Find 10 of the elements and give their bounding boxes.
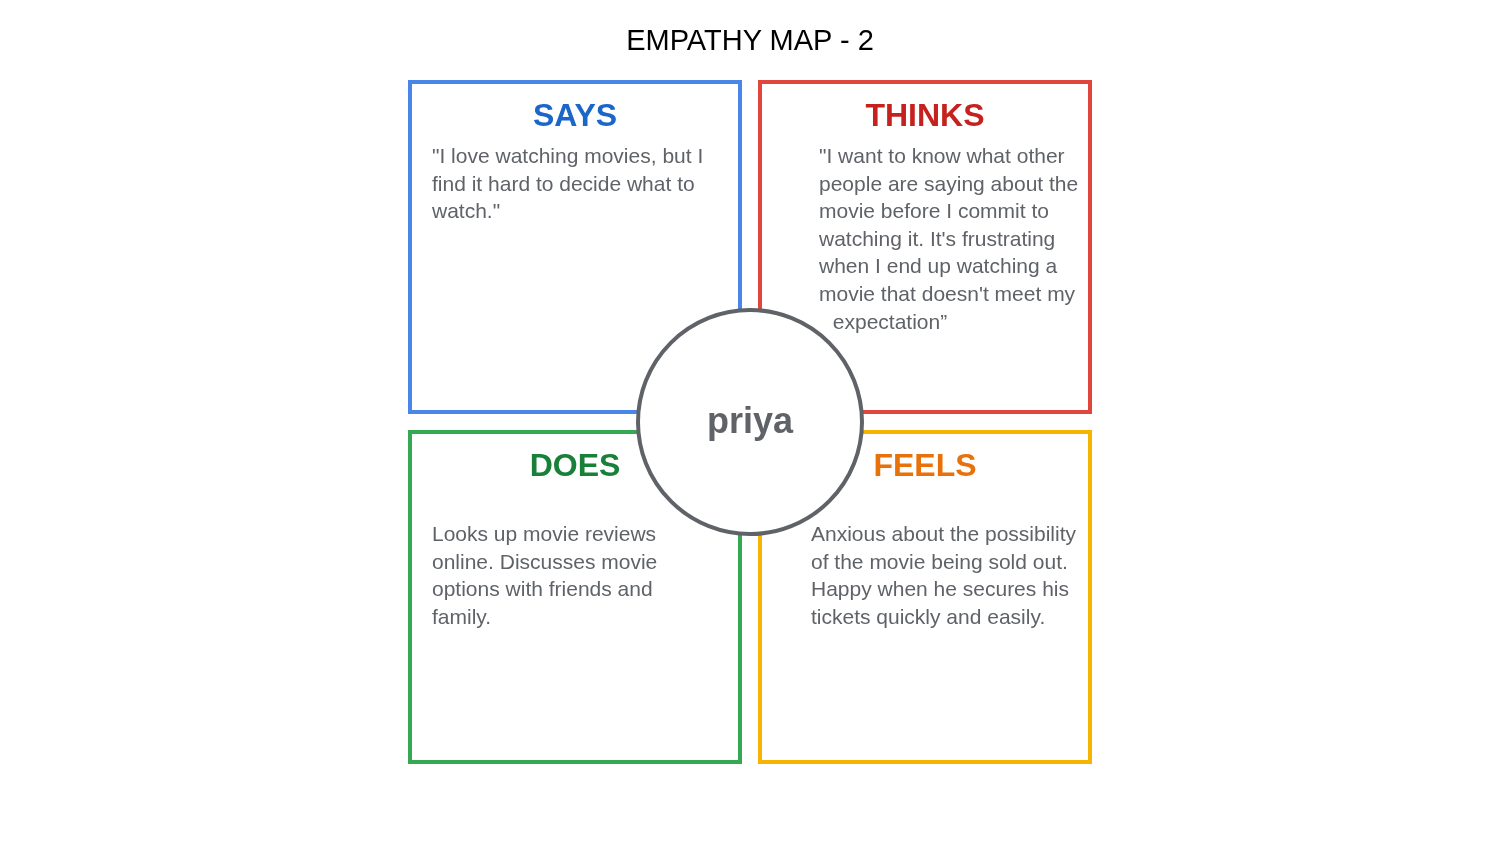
quadrant-text: Looks up movie reviews online. Discusses movie options with friends and family. [432, 521, 659, 630]
diagram-title: EMPATHY MAP - 2 [626, 23, 874, 58]
quadrant-heading: DOES [529, 446, 621, 484]
quadrant-text: "I want to know what other people are saying about the movie before I commit to watching it. It's frustrating when I end up watching a movie that doesn't meet my expectation” [819, 143, 1080, 335]
quadrant-text: Anxious about the possibility of the movie being sold out. Happy when he secures his tickets quickly and easily. [811, 521, 1077, 630]
quadrant-heading: FEELS [873, 446, 977, 484]
quadrant-text: "I love watching movies, but I find it hard to decide what to watch." [432, 143, 705, 225]
quadrant-heading: THINKS [865, 96, 985, 134]
quadrant-heading: SAYS [532, 96, 618, 134]
persona-name: priya [706, 400, 793, 442]
